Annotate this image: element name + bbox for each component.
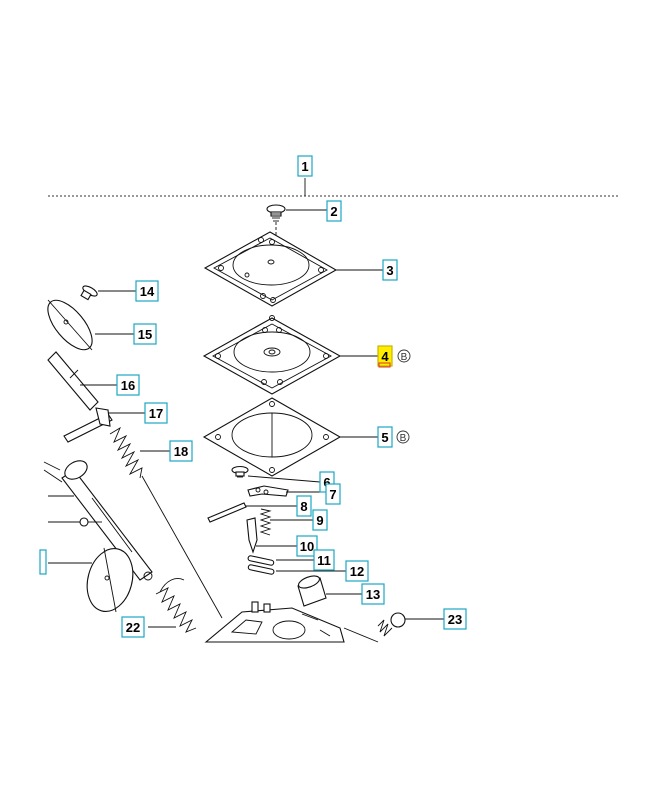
callout-17[interactable]: 17 (144, 402, 168, 424)
part-17-lever-pin (63, 407, 113, 443)
callout-4[interactable]: 4 B (377, 345, 411, 368)
leader-6 (247, 475, 321, 483)
callout-9-label: 9 (316, 513, 323, 528)
callout-4-label: 4 (381, 349, 389, 364)
callout-22-label: 22 (126, 620, 140, 635)
callout-15-label: 15 (138, 327, 152, 342)
callout-10-label: 10 (300, 539, 314, 554)
part-15-throttle-disc (47, 299, 93, 351)
callout-17-label: 17 (149, 406, 163, 421)
callout-5-label: 5 (381, 430, 388, 445)
part-13-filter-cup (297, 575, 327, 607)
callout-6-label: 6 (323, 475, 330, 490)
callout-5[interactable]: 5 B (377, 426, 410, 448)
callout-1[interactable]: 1 (297, 155, 313, 177)
part-22-spring (155, 578, 197, 633)
part-23-valve (343, 612, 406, 643)
carburetor-body (204, 601, 345, 643)
callout-1-label: 1 (301, 159, 308, 174)
callout-15[interactable]: 15 (133, 323, 157, 345)
left-edge-bracket (39, 549, 47, 575)
part-18-spring (109, 426, 223, 619)
callout-2[interactable]: 2 (326, 200, 342, 222)
part-8-pin (207, 502, 247, 523)
callout-3-label: 3 (386, 263, 393, 278)
callout-11[interactable]: 11 (313, 549, 335, 571)
left-disc (86, 547, 134, 613)
part-16-shaft (47, 351, 99, 411)
callout-4-underline (378, 362, 391, 368)
callout-22[interactable]: 22 (121, 616, 145, 638)
part-11-seal (247, 555, 275, 566)
callout-18-label: 18 (174, 444, 188, 459)
part-6-screw (231, 465, 249, 478)
callout-12[interactable]: 12 (345, 560, 369, 582)
callout-11-label: 11 (317, 553, 331, 568)
callout-16-label: 16 (121, 378, 135, 393)
callout-14-label: 14 (140, 284, 155, 299)
part-5-gasket (202, 397, 342, 477)
part-3-cover-plate (203, 231, 338, 307)
callout-12-label: 12 (350, 564, 364, 579)
callout-5-mark: B (400, 433, 407, 444)
callout-13-label: 13 (366, 587, 380, 602)
callout-4-mark: B (401, 352, 408, 363)
callout-8-label: 8 (300, 499, 307, 514)
callout-7-label: 7 (329, 487, 336, 502)
callout-13[interactable]: 13 (361, 583, 385, 605)
callout-14[interactable]: 14 (135, 280, 159, 302)
part-4-diaphragm (202, 315, 342, 395)
callout-7[interactable]: 7 (325, 483, 341, 505)
callout-3[interactable]: 3 (382, 259, 398, 281)
callout-18[interactable]: 18 (169, 440, 193, 462)
part-10-needle (246, 517, 258, 554)
part-9-spring (259, 508, 272, 536)
callout-23-label: 23 (448, 612, 462, 627)
callout-23[interactable]: 23 (443, 608, 467, 630)
part-14-screw (80, 285, 98, 301)
part-12-seal (247, 564, 275, 575)
callout-10[interactable]: 10 (296, 535, 318, 557)
part-7-lever (247, 485, 289, 497)
callout-16[interactable]: 16 (116, 374, 140, 396)
callout-2-label: 2 (330, 204, 337, 219)
callout-8[interactable]: 8 (296, 495, 312, 517)
choke-shaft-assembly (43, 460, 153, 581)
callout-9[interactable]: 9 (312, 509, 328, 531)
